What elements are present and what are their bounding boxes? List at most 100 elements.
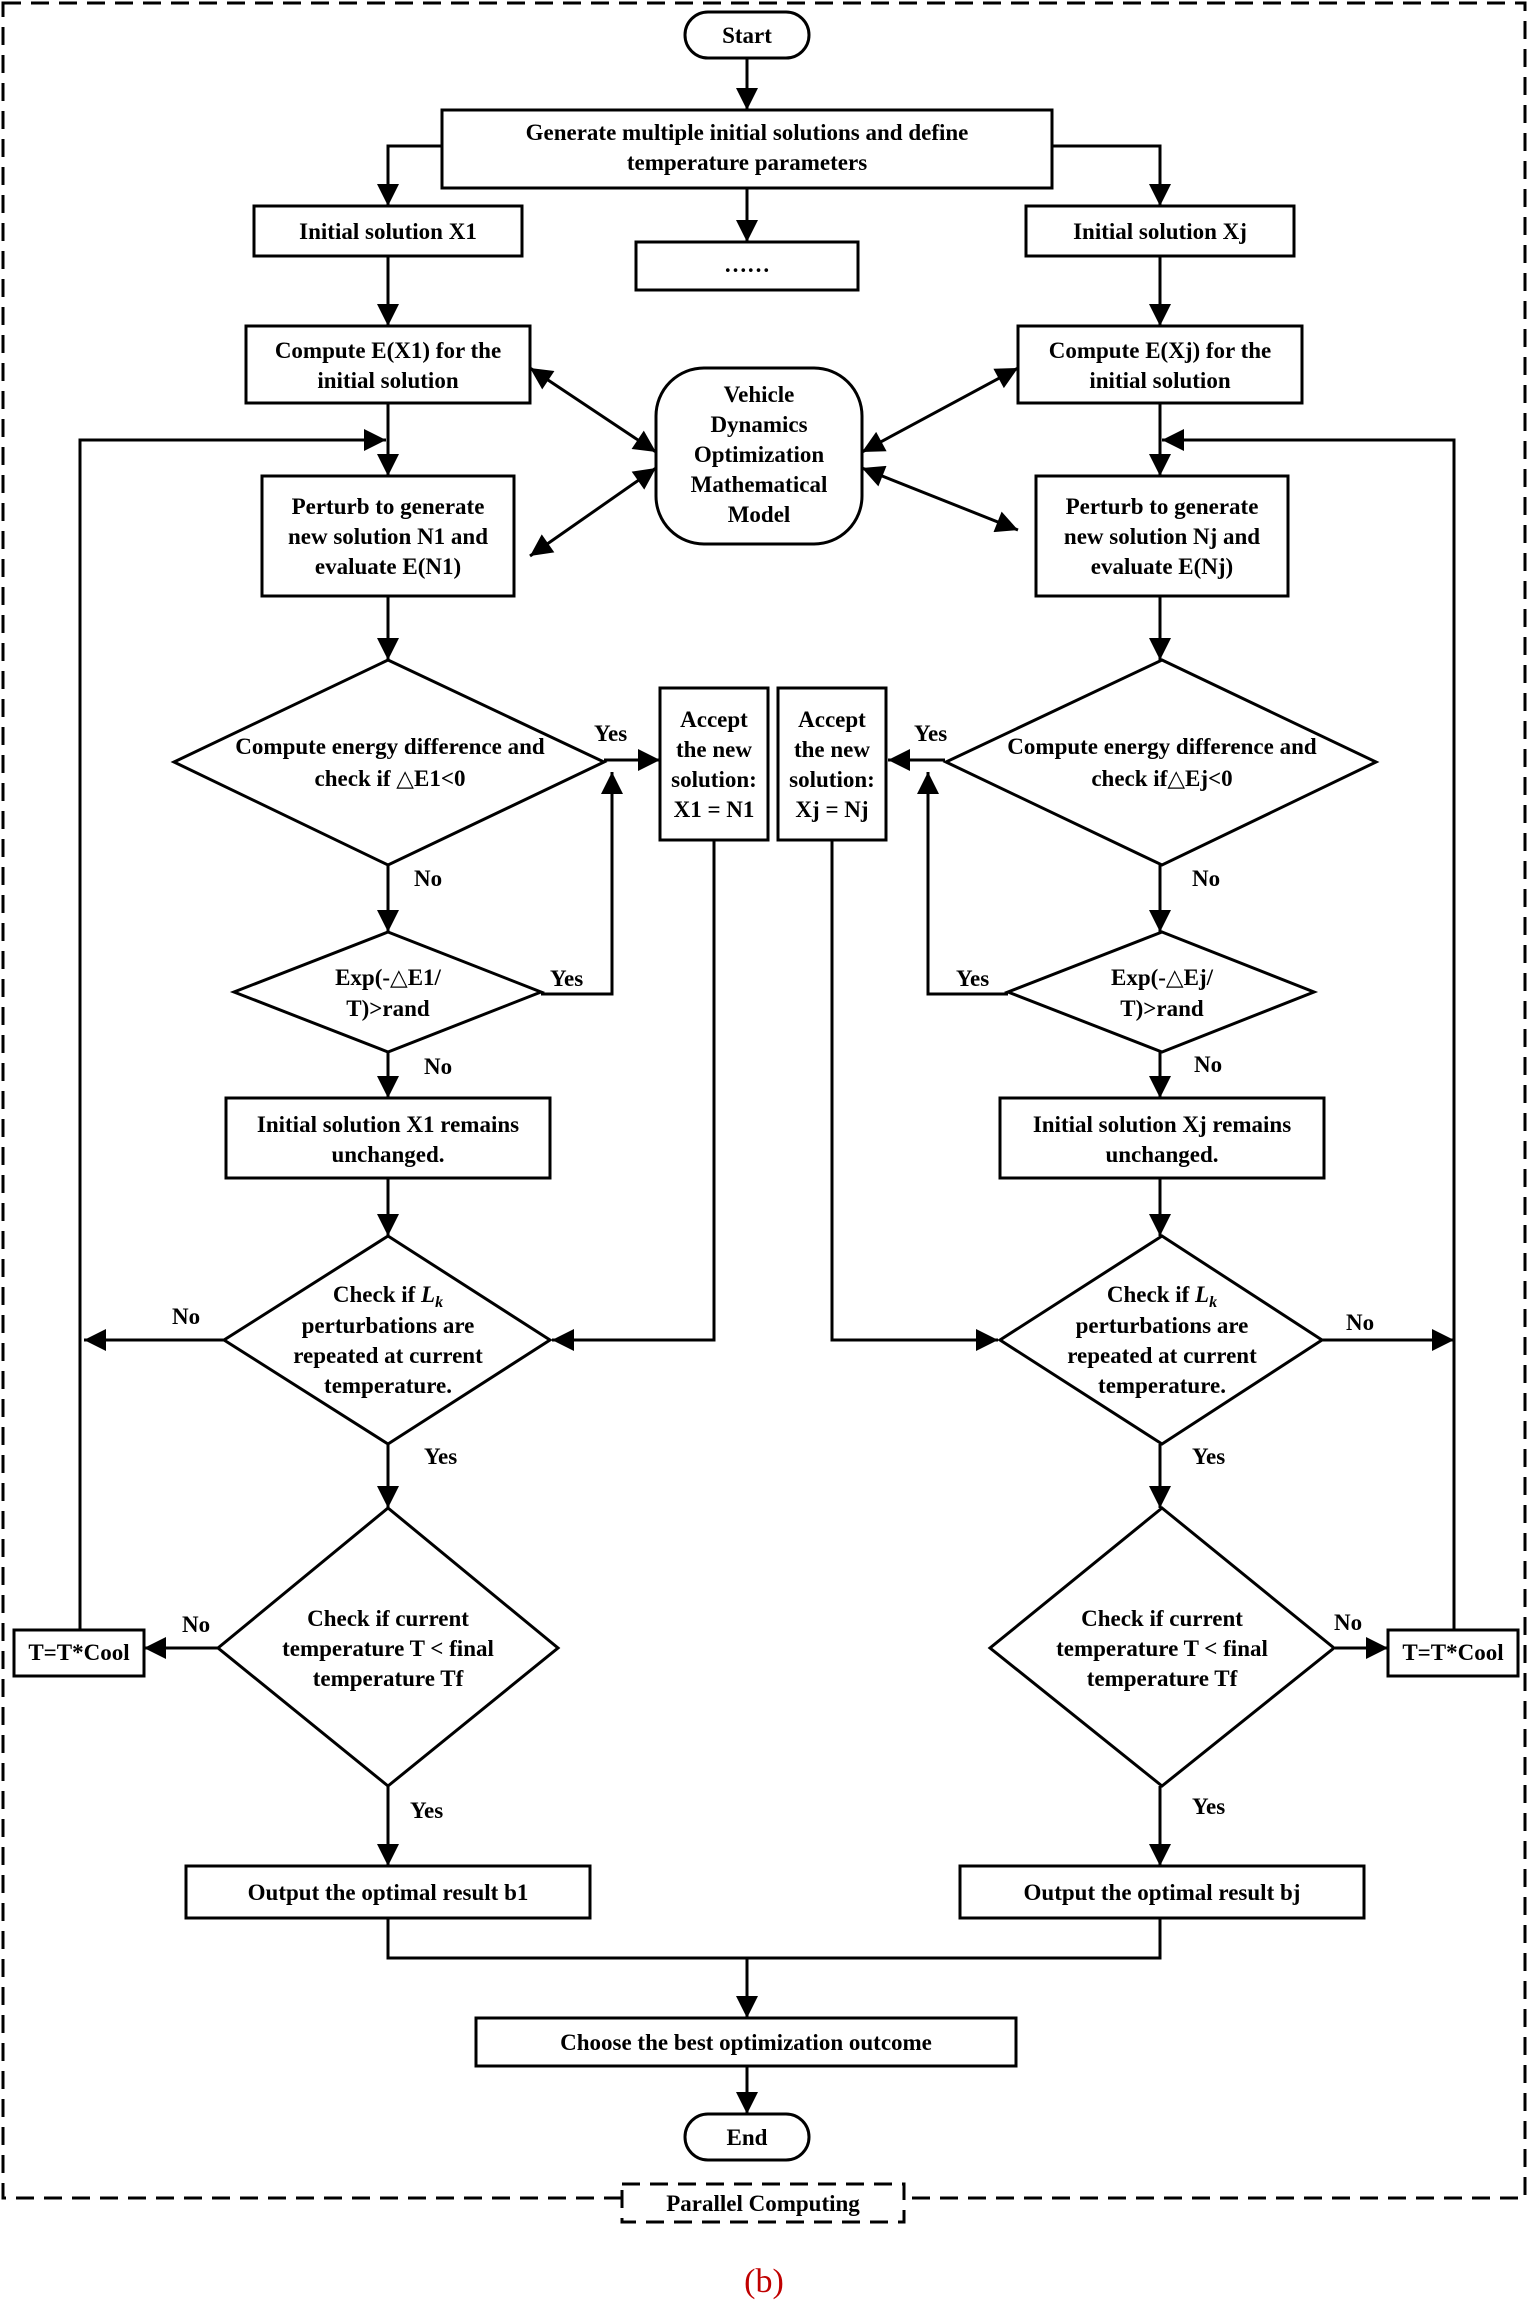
edge-labels: Yes Yes No No Yes Yes No No No No Yes Ye… [172, 721, 1374, 1823]
lk-check-j-line-4: temperature. [1098, 1373, 1226, 1398]
svg-text:Initial solution X1 remains: Initial solution X1 remains [257, 1112, 519, 1137]
perturb-n1-line-2: new solution N1 and [288, 524, 488, 549]
unchanged-x1-line-1: Initial solution X1 remains [257, 1112, 519, 1137]
output-bj-box: Output the optimal result bj [958, 1864, 1366, 1920]
start-terminal: Start [683, 10, 811, 60]
no-label: No [1334, 1610, 1362, 1635]
no-label: No [1192, 866, 1220, 891]
yes-label: Yes [550, 966, 583, 991]
temp-check-j-line-3: temperature Tf [1087, 1666, 1238, 1691]
svg-text:unchanged.: unchanged. [1105, 1142, 1218, 1167]
connectors [78, 58, 1456, 2114]
svg-text:the new: the new [794, 737, 870, 762]
energy-check-1-line-1: Compute energy difference and [235, 734, 545, 759]
unchanged-xj-line-1: Initial solution Xj remains [1033, 1112, 1291, 1137]
svg-text:solution:: solution: [789, 767, 875, 792]
yes-label: Yes [410, 1798, 443, 1823]
cool-j-box: T=T*Cool [1386, 1628, 1520, 1678]
yes-label: Yes [914, 721, 947, 746]
svg-text:Check if Lk: Check if Lk [1107, 1282, 1217, 1311]
output-bj-label: Output the optimal result bj [1024, 1880, 1301, 1905]
svg-text:Mathematical: Mathematical [691, 472, 828, 497]
svg-text:Generate multiple initial solu: Generate multiple initial solutions and … [526, 120, 969, 145]
unchanged-x1-box: Initial solution X1 remains unchanged. [224, 1096, 552, 1180]
svg-text:Check if current: Check if current [307, 1606, 469, 1631]
exp-check-j-diamond: Exp(-△Ej/ T)>rand [1003, 930, 1319, 1054]
no-label: No [1194, 1052, 1222, 1077]
compute-exj-box: Compute E(Xj) for the initial solution [1016, 324, 1304, 405]
svg-text:Check if Lk: Check if Lk [333, 1282, 443, 1311]
svg-text:evaluate E(N1): evaluate E(N1) [315, 554, 461, 579]
exp-check-1-line-2: T)>rand [346, 996, 430, 1021]
compute-ex1-line-2: initial solution [317, 368, 458, 393]
svg-text:Compute energy difference and: Compute energy difference and [235, 734, 545, 759]
svg-text:temperature.: temperature. [324, 1373, 452, 1398]
temp-check-j-diamond: Check if current temperature T < final t… [987, 1506, 1337, 1788]
accept-xj-box: Accept the new solution: Xj = Nj [776, 686, 888, 842]
perturb-nj-line-2: new solution Nj and [1064, 524, 1260, 549]
svg-text:new solution N1 and: new solution N1 and [288, 524, 488, 549]
cool-1-box: T=T*Cool [12, 1628, 146, 1678]
svg-text:Compute energy difference and: Compute energy difference and [1007, 734, 1317, 759]
initial-solution-xj-box: Initial solution Xj [1024, 204, 1296, 258]
perturb-n1-box: Perturb to generate new solution N1 and … [260, 474, 516, 598]
parallel-computing-frame [1, 1, 1527, 2200]
yes-label: Yes [1192, 1794, 1225, 1819]
svg-text:solution:: solution: [671, 767, 757, 792]
yes-label: Yes [594, 721, 627, 746]
accept-xj-line-2: the new [794, 737, 870, 762]
no-label: No [172, 1304, 200, 1329]
accept-xj-line-4: Xj = Nj [795, 797, 868, 822]
svg-text:Perturb to generate: Perturb to generate [292, 494, 485, 519]
temp-check-j-line-1: Check if current [1081, 1606, 1243, 1631]
unchanged-xj-line-2: unchanged. [1105, 1142, 1218, 1167]
parallel-computing-label: Parallel Computing [666, 2191, 860, 2216]
model-line-4: Mathematical [691, 472, 828, 497]
svg-text:Xj = Nj: Xj = Nj [795, 797, 868, 822]
end-terminal: End [683, 2112, 811, 2162]
svg-text:the new: the new [676, 737, 752, 762]
end-label: End [727, 2125, 768, 2150]
svg-text:Accept: Accept [798, 707, 866, 732]
perturb-nj-box: Perturb to generate new solution Nj and … [1034, 474, 1290, 598]
exp-check-j-line-2: T)>rand [1120, 996, 1204, 1021]
energy-check-j-line-1: Compute energy difference and [1007, 734, 1317, 759]
svg-text:Dynamics: Dynamics [710, 412, 807, 437]
yes-label: Yes [956, 966, 989, 991]
accept-x1-line-2: the new [676, 737, 752, 762]
cool-1-label: T=T*Cool [28, 1640, 129, 1665]
exp-check-j-line-1: Exp(-△Ej/ [1111, 965, 1214, 990]
lk-check-j-line-2: perturbations are [1076, 1313, 1249, 1338]
initial-solution-x1-box: Initial solution X1 [252, 204, 524, 258]
svg-text:Exp(-△Ej/: Exp(-△Ej/ [1111, 965, 1214, 990]
energy-check-1-diamond: Compute energy difference and check if △… [170, 658, 608, 867]
exp-check-1-diamond: Exp(-△E1/ T)>rand [229, 930, 546, 1054]
perturb-nj-line-1: Perturb to generate [1066, 494, 1259, 519]
svg-text:Perturb to generate: Perturb to generate [1066, 494, 1259, 519]
accept-x1-line-3: solution: [671, 767, 757, 792]
accept-x1-line-1: Accept [680, 707, 748, 732]
svg-text:X1 = N1: X1 = N1 [674, 797, 755, 822]
ellipsis-box: …… [634, 240, 860, 292]
vehicle-dynamics-model: Vehicle Dynamics Optimization Mathematic… [654, 366, 864, 546]
svg-text:temperature T < final: temperature T < final [282, 1636, 494, 1661]
temp-check-1-line-2: temperature T < final [282, 1636, 494, 1661]
energy-check-1-line-2: check if △E1<0 [315, 766, 466, 791]
svg-text:T)>rand: T)>rand [1120, 996, 1204, 1021]
compute-ex1-line-1: Compute E(X1) for the [275, 338, 501, 363]
svg-text:repeated at current: repeated at current [293, 1343, 483, 1368]
svg-text:T)>rand: T)>rand [346, 996, 430, 1021]
choose-best-label: Choose the best optimization outcome [560, 2030, 932, 2055]
model-line-2: Dynamics [710, 412, 807, 437]
svg-text:Exp(-△E1/: Exp(-△E1/ [335, 965, 441, 990]
temp-check-1-line-3: temperature Tf [313, 1666, 464, 1691]
svg-text:unchanged.: unchanged. [331, 1142, 444, 1167]
accept-xj-line-3: solution: [789, 767, 875, 792]
svg-text:Compute E(X1) for the: Compute E(X1) for the [275, 338, 501, 363]
temp-check-1-diamond: Check if current temperature T < final t… [215, 1506, 561, 1788]
output-b1-box: Output the optimal result b1 [184, 1864, 592, 1920]
svg-text:repeated at current: repeated at current [1067, 1343, 1257, 1368]
svg-text:temperature.: temperature. [1098, 1373, 1226, 1398]
lk-check-1-line-2: perturbations are [302, 1313, 475, 1338]
svg-text:initial solution: initial solution [317, 368, 458, 393]
